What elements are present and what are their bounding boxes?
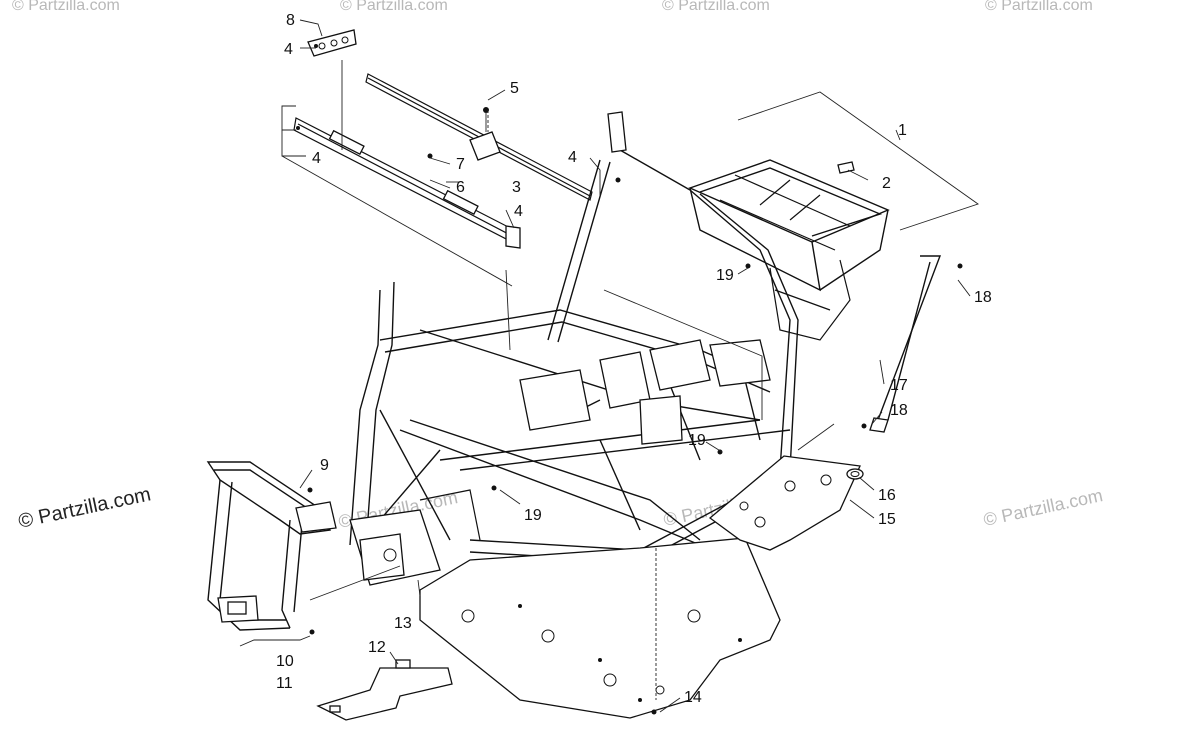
part-1-cargo-rack (688, 159, 890, 341)
callout-5: 5 (510, 80, 519, 97)
callout-16: 16 (878, 487, 896, 504)
callout-11: 11 (276, 675, 293, 692)
callout-10: 10 (276, 653, 294, 670)
watermark-top-2: © Partzilla.com (340, 0, 448, 14)
callout-18-lower: 18 (890, 402, 908, 419)
callout-4-top: 4 (284, 41, 293, 58)
callout-8: 8 (286, 12, 295, 29)
part-16-grommet (846, 468, 864, 480)
main-frame (349, 111, 799, 586)
callout-19-upper: 19 (716, 267, 734, 284)
part-13-skid-plate (419, 537, 781, 719)
watermark-right: © Partzilla.com (982, 485, 1105, 530)
callout-19-mid: 19 (688, 432, 706, 449)
callout-19-lower: 19 (524, 507, 542, 524)
watermark-left: © Partzilla.com (16, 483, 152, 533)
callout-labels: 8 4 5 4 7 6 3 4 4 1 2 19 18 17 18 19 9 1… (276, 12, 992, 706)
callout-7: 7 (456, 156, 465, 173)
callout-12: 12 (368, 639, 386, 656)
callout-18-upper: 18 (974, 289, 992, 306)
callout-2: 2 (882, 175, 891, 192)
callout-4-left: 4 (312, 150, 321, 167)
callout-4-mid: 4 (514, 203, 523, 220)
callout-15: 15 (878, 511, 896, 528)
callout-14: 14 (684, 689, 702, 706)
part-6-cross-rail (293, 117, 521, 249)
callout-6: 6 (456, 179, 465, 196)
fasteners (307, 177, 963, 715)
callout-17: 17 (890, 377, 908, 394)
watermark-top-4: © Partzilla.com (985, 0, 1093, 14)
part-3-cross-rail (365, 73, 593, 201)
leader-lines (239, 19, 979, 713)
part-12-bracket-plate (316, 659, 453, 721)
part-10-front-bumper (206, 461, 337, 631)
part-15-floor-plate (708, 455, 861, 551)
callout-13: 13 (394, 615, 412, 632)
watermark-layer: © Partzilla.com © Partzilla.com © Partzi… (12, 0, 1104, 533)
callout-3: 3 (512, 179, 521, 196)
callout-4-right: 4 (568, 149, 577, 166)
part-8-bracket (307, 29, 357, 57)
watermark-top-3: © Partzilla.com (662, 0, 770, 14)
callout-9: 9 (320, 457, 329, 474)
callout-1: 1 (898, 122, 907, 139)
watermark-top-1: © Partzilla.com (12, 0, 120, 14)
